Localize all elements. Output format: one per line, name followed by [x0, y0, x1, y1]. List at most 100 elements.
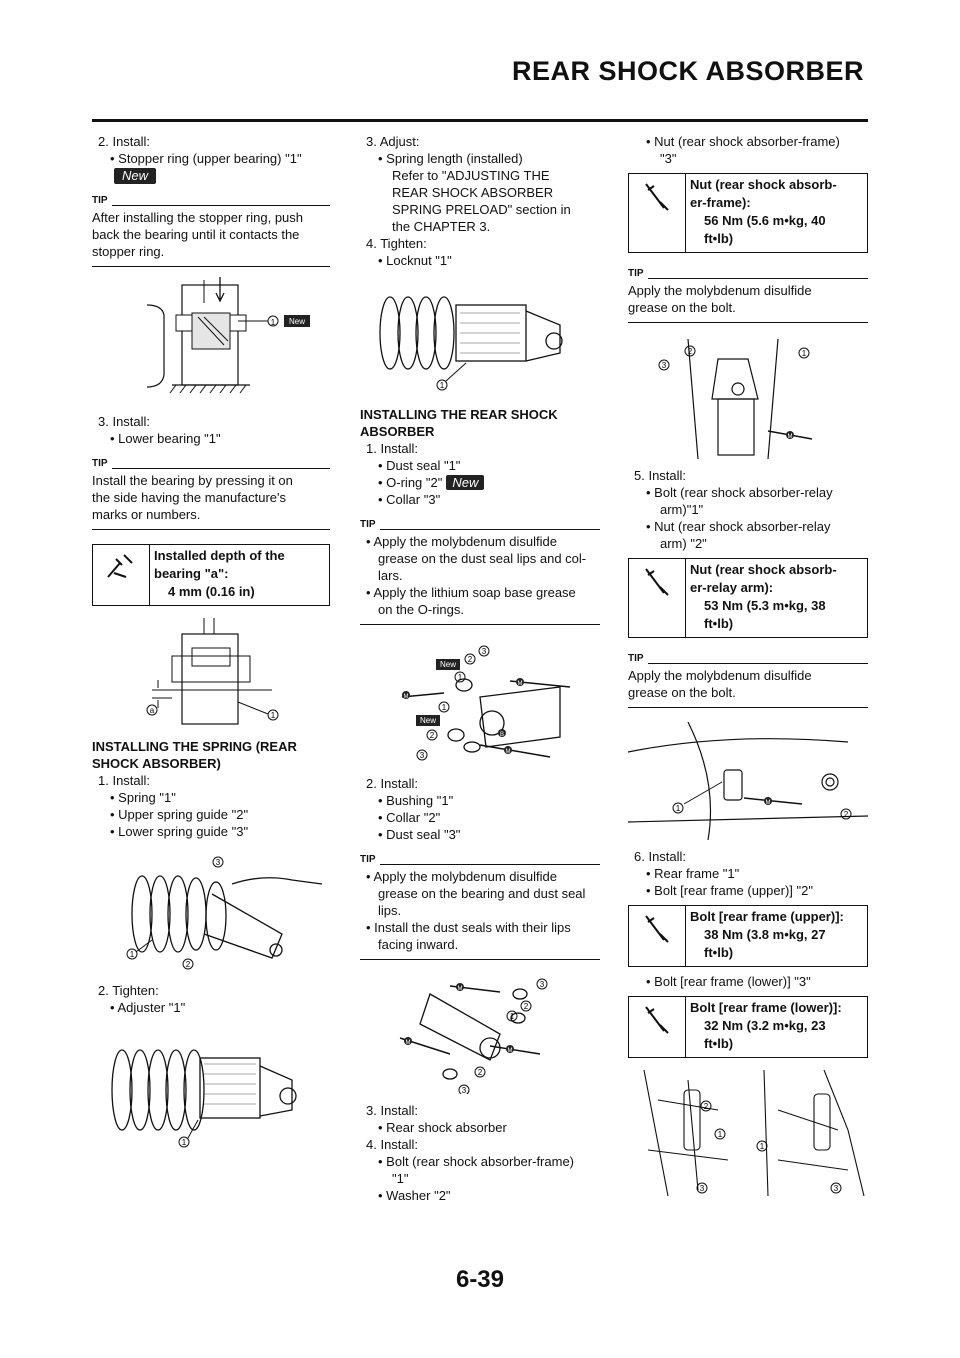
- section-heading: INSTALLING THE SPRING (REAR: [92, 739, 297, 754]
- step-text: 3. Adjust:: [366, 134, 420, 149]
- bushing-figure: M M M 3 2 1 2 3: [360, 974, 600, 1096]
- column-2: 3. Adjust: • Spring length (installed) R…: [360, 133, 600, 1204]
- grease-b-label: B: [500, 732, 504, 738]
- tip-text: Install the bearing by pressing it on: [92, 473, 293, 488]
- step-text: SPRING PRELOAD" section in: [392, 202, 571, 217]
- spec-box: Bolt [rear frame (upper)]: 38 Nm (3.8 m•…: [628, 905, 868, 967]
- step-bullet: • Rear shock absorber: [378, 1120, 507, 1135]
- tip-text: back the bearing until it contacts the: [92, 227, 300, 242]
- tip-label: TIP: [360, 519, 376, 530]
- step-bullet: • Dust seal "1": [378, 458, 461, 473]
- tip-box: TIP After installing the stopper ring, p…: [92, 192, 330, 267]
- spec-label: Bolt [rear frame (upper)]:: [690, 909, 844, 924]
- callout-number: 1: [271, 318, 276, 327]
- torque-wrench-icon: [629, 997, 686, 1057]
- wrench-icon: [93, 545, 150, 605]
- callout-number: 2: [844, 810, 849, 819]
- tip-text: grease on the bearing and dust seal: [378, 886, 586, 901]
- step-text: 1. Install:: [98, 773, 151, 788]
- callout-number: 2: [468, 655, 473, 664]
- tip-text: grease on the bolt.: [628, 685, 736, 700]
- step-text: "1": [392, 1171, 409, 1186]
- relay-arm-figure: 1 2 M: [627, 721, 869, 841]
- callout-number: 3: [834, 1184, 839, 1193]
- step-text: 4. Tighten:: [366, 236, 427, 251]
- spec-value: 38 Nm (3.8 m•kg, 27: [704, 927, 826, 942]
- step-bullet: • Washer "2": [378, 1188, 451, 1203]
- spring-figure: 1 2 3: [92, 854, 330, 974]
- tip-text: • Apply the lithium soap base grease: [366, 585, 576, 600]
- spec-box: Bolt [rear frame (lower)]: 32 Nm (3.2 m•…: [628, 996, 868, 1058]
- new-badge: New: [114, 168, 157, 184]
- header-rule: [92, 119, 868, 122]
- step-bullet: • Lower bearing "1": [110, 431, 221, 446]
- spec-label: Nut (rear shock absorb-: [690, 177, 837, 192]
- step-bullet: • Bolt [rear frame (lower)] "3": [646, 974, 811, 989]
- tip-box: TIP Apply the molybdenum disulfide greas…: [628, 265, 868, 323]
- spec-label: er-relay arm):: [690, 580, 774, 595]
- callout-number: 1: [130, 950, 135, 959]
- step-bullet: • Spring length (installed): [378, 151, 523, 166]
- tip-box: TIP Apply the molybdenum disulfide greas…: [628, 650, 868, 708]
- torque-wrench-icon: [629, 174, 686, 252]
- new-badge: New: [289, 317, 305, 326]
- grease-m-label: M: [404, 694, 409, 700]
- tip-label: TIP: [628, 653, 644, 664]
- tip-text: • Apply the molybdenum disulfide: [366, 534, 557, 549]
- callout-number: 1: [802, 349, 807, 358]
- spec-label: Bolt [rear frame (lower)]:: [690, 1000, 842, 1015]
- grease-m-label: M: [458, 986, 463, 992]
- step-bullet: • Stopper ring (upper bearing) "1": [110, 151, 302, 166]
- section-heading: SHOCK ABSORBER): [92, 756, 221, 771]
- grease-m-label: M: [766, 800, 771, 806]
- step-bullet: • Bolt (rear shock absorber-frame): [378, 1154, 575, 1169]
- tip-text: grease on the bolt.: [628, 300, 736, 315]
- spec-box: Nut (rear shock absorb- er-frame): 56 Nm…: [628, 173, 868, 253]
- step-bullet: • Collar "2": [378, 810, 441, 825]
- step-text: Refer to "ADJUSTING THE: [392, 168, 550, 183]
- step-bullet: • Upper spring guide "2": [110, 807, 249, 822]
- step-bullet: • O-ring "2": [378, 475, 443, 490]
- step-bullet: • Collar "3": [378, 492, 441, 507]
- callout-number: 1: [271, 711, 276, 720]
- step-text: the CHAPTER 3.: [392, 219, 491, 234]
- step-bullet: • Nut (rear shock absorber-frame): [646, 134, 840, 149]
- grease-m-label: M: [788, 434, 793, 440]
- callout-number: 1: [676, 804, 681, 813]
- tip-label: TIP: [628, 268, 644, 279]
- spec-label: Installed depth of the: [154, 548, 285, 563]
- callout-number: 3: [462, 1086, 467, 1094]
- tip-label: TIP: [92, 195, 108, 206]
- step-text: arm) "2": [660, 536, 707, 551]
- step-text: REAR SHOCK ABSORBER: [392, 185, 554, 200]
- new-badge: New: [446, 475, 485, 490]
- spec-value: ft•lb): [704, 231, 734, 246]
- callout-number: 2: [688, 347, 693, 356]
- new-badge: New: [440, 660, 456, 669]
- step-text: 6. Install:: [634, 849, 687, 864]
- spec-value: 32 Nm (3.2 m•kg, 23: [704, 1018, 826, 1033]
- callout-number: 1: [718, 1130, 723, 1139]
- step-text: 3. Install:: [98, 414, 151, 429]
- tip-text: lars.: [378, 568, 403, 583]
- step-bullet: • Lower spring guide "3": [110, 824, 249, 839]
- callout-number: 1: [458, 673, 463, 682]
- spec-box: Installed depth of the bearing "a": 4 mm…: [92, 544, 330, 606]
- callout-number: 2: [186, 960, 191, 969]
- tip-box: TIP • Apply the molybdenum disulfide gre…: [360, 851, 600, 960]
- new-badge: New: [420, 716, 436, 725]
- grease-m-label: M: [506, 749, 511, 755]
- step-bullet: • O-ring "2"New: [360, 474, 600, 491]
- spec-box: Nut (rear shock absorb- er-relay arm): 5…: [628, 558, 868, 638]
- spec-value: ft•lb): [704, 616, 734, 631]
- tip-label: TIP: [92, 458, 108, 469]
- spec-label: Nut (rear shock absorb-: [690, 562, 837, 577]
- callout-letter: a: [150, 706, 155, 715]
- locknut-figure: 1: [360, 283, 600, 398]
- step-text: "3": [660, 151, 677, 166]
- spec-label: er-frame):: [690, 195, 751, 210]
- step-text: 5. Install:: [634, 468, 687, 483]
- step-text: arm)"1": [660, 502, 704, 517]
- callout-number: 1: [440, 381, 445, 390]
- column-3: • Nut (rear shock absorber-frame) "3" Nu…: [627, 133, 869, 1204]
